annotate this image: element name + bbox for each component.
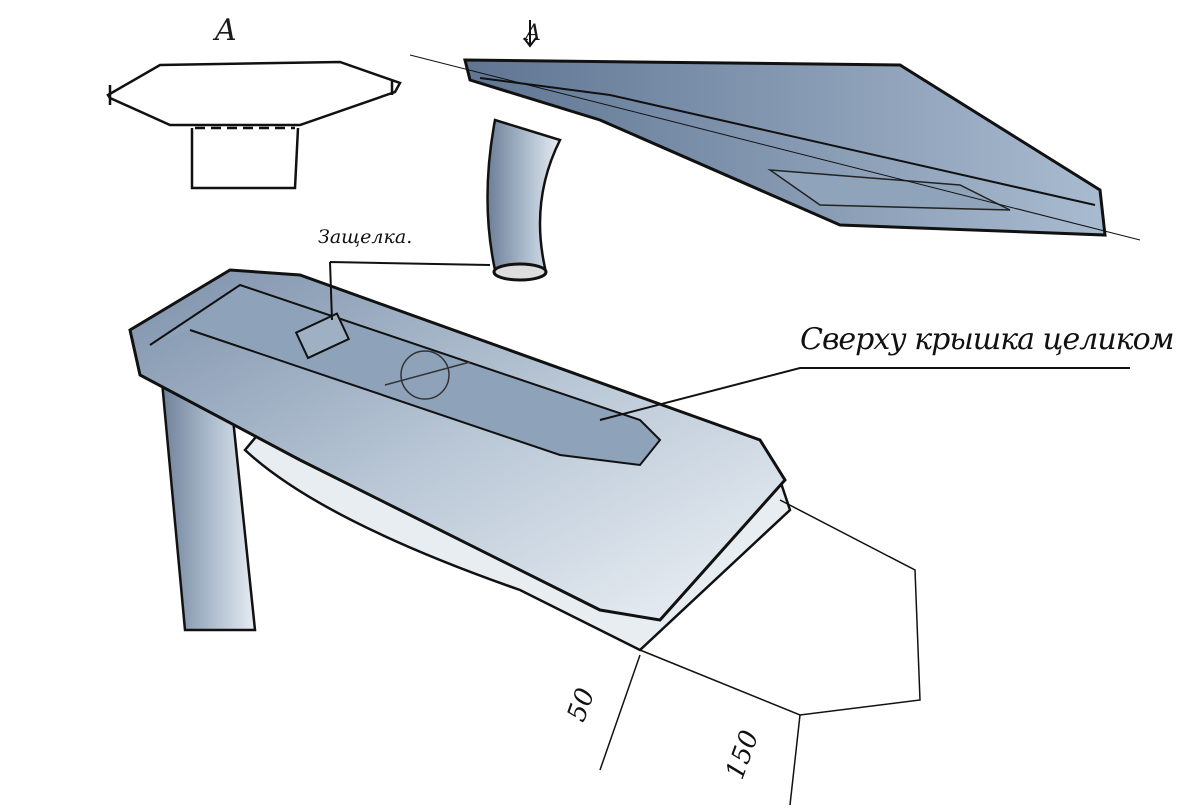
latch-leader-line [329, 261, 491, 321]
section-marker-a: A [523, 21, 541, 46]
section-label-a: A [212, 13, 237, 48]
dimension-lines [599, 654, 801, 806]
section-view-a [106, 60, 402, 190]
section-arrow-icon [523, 20, 537, 48]
lid-annotation: Сверху крышка целиком [800, 322, 1174, 357]
side-view-luminaire [409, 54, 1141, 282]
latch-annotation: Защелка. [318, 226, 413, 248]
main-luminaire [128, 268, 921, 716]
lid-leader-line [599, 367, 1130, 421]
